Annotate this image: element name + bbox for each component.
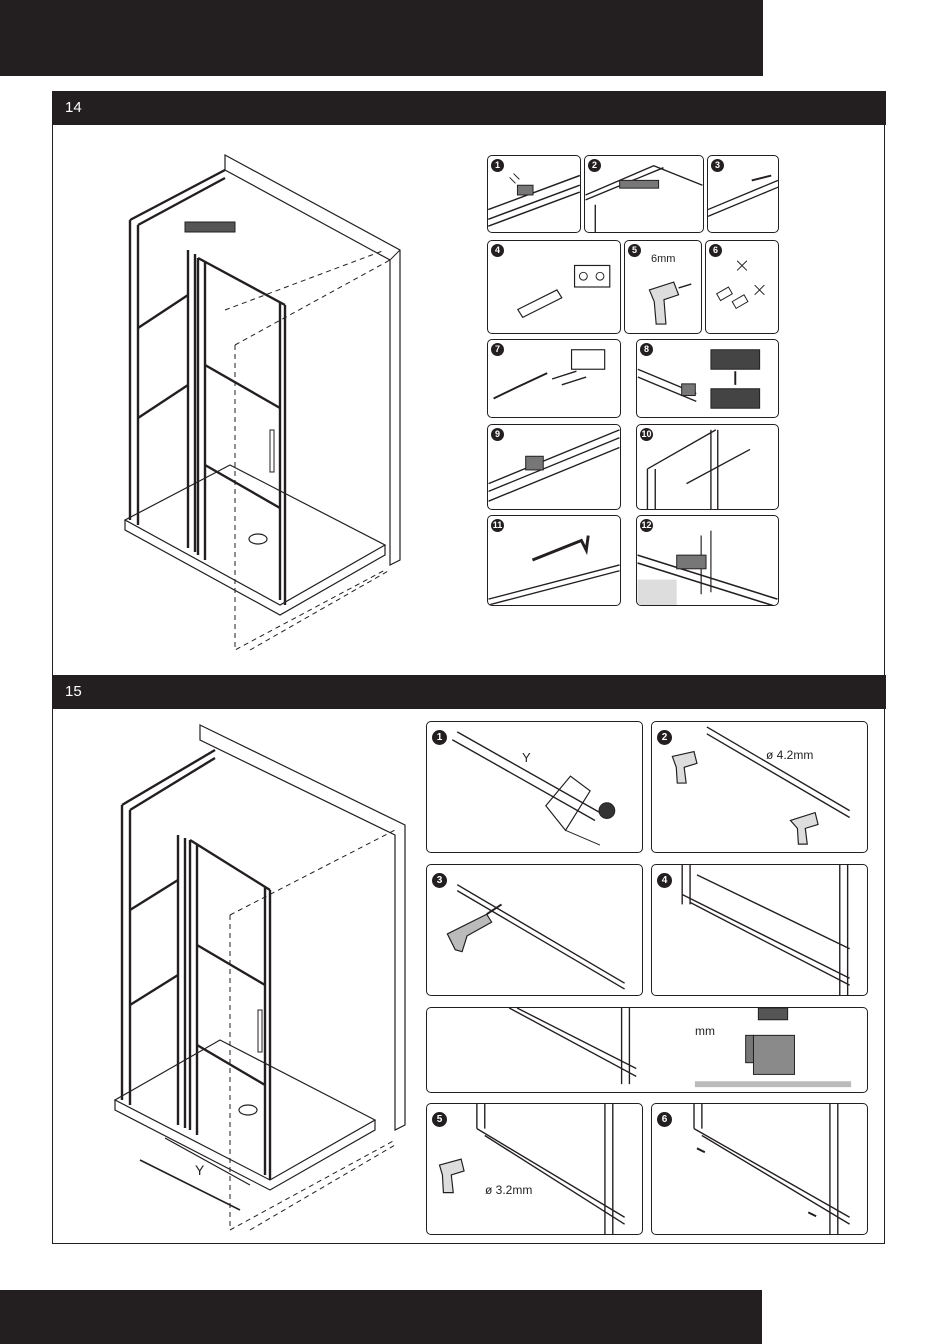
header-band [0, 0, 763, 76]
sealant-gun-icon [427, 865, 642, 995]
step-14-10: 10 [636, 424, 779, 510]
step-14-5-number: 5 [628, 244, 641, 257]
step-15-6-number: 6 [657, 1112, 672, 1127]
step-14-3: 3 [707, 155, 779, 233]
step-14-7-number: 7 [491, 343, 504, 356]
allen-key-icon [488, 516, 620, 605]
section-14-header: 14 [52, 91, 886, 125]
section-15-enclosure-illustration [110, 720, 410, 1240]
step-15-2: 2 ø 4.2mm [651, 721, 868, 853]
step-15-6: 6 [651, 1103, 868, 1235]
step-14-1: 1 [487, 155, 581, 233]
step-15-1: 1 Y [426, 721, 643, 853]
drill-icon [427, 1104, 642, 1234]
step-14-5-label: 6mm [651, 253, 675, 265]
tape-measure-icon [427, 722, 642, 852]
step-14-2-number: 2 [588, 159, 601, 172]
drill-icon [652, 722, 867, 852]
step-14-10-number: 10 [640, 428, 653, 441]
step-15-detail: mm [426, 1007, 868, 1093]
step-14-4: 4 [487, 240, 621, 334]
step-15-4: 4 [651, 864, 868, 996]
step-14-5: 5 6mm [624, 240, 702, 334]
step-15-5: 5 ø 3.2mm [426, 1103, 643, 1235]
section-15-header: 15 [52, 675, 886, 709]
step-15-3-number: 3 [432, 873, 447, 888]
step-15-detail-label: mm [695, 1024, 715, 1038]
step-15-2-label: ø 4.2mm [766, 748, 813, 762]
step-15-1-label: Y [522, 750, 531, 765]
step-14-6: 6 [705, 240, 779, 334]
step-14-12: 12 [636, 515, 779, 606]
step-14-6-number: 6 [709, 244, 722, 257]
step-14-11-number: 11 [491, 519, 504, 532]
step-15-4-number: 4 [657, 873, 672, 888]
step-15-5-label: ø 3.2mm [485, 1183, 532, 1197]
section-14-number: 14 [65, 99, 82, 116]
screwdriver-icon [488, 340, 620, 417]
step-14-7: 7 [487, 339, 621, 418]
step-15-2-number: 2 [657, 730, 672, 745]
section-15-number: 15 [65, 683, 82, 700]
footer-band [0, 1290, 762, 1344]
step-14-2: 2 [584, 155, 704, 233]
screw-icon [652, 1104, 867, 1234]
step-14-12-number: 12 [640, 519, 653, 532]
step-15-5-number: 5 [432, 1112, 447, 1127]
step-14-4-number: 4 [491, 244, 504, 257]
step-14-9-number: 9 [491, 428, 504, 441]
section-14-enclosure-illustration [120, 150, 420, 660]
step-14-9: 9 [487, 424, 621, 510]
step-14-3-number: 3 [711, 159, 724, 172]
step-14-1-number: 1 [491, 159, 504, 172]
step-14-11: 11 [487, 515, 621, 606]
step-14-8-number: 8 [640, 343, 653, 356]
section-15-dimension-y: Y [195, 1162, 204, 1178]
step-15-3: 3 [426, 864, 643, 996]
step-14-8: 8 [636, 339, 779, 418]
step-15-1-number: 1 [432, 730, 447, 745]
